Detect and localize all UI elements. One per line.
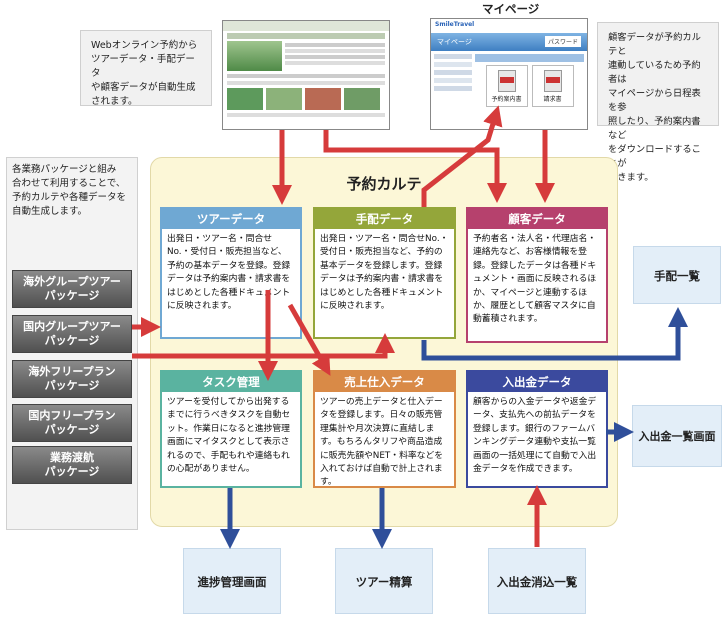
card-tour-body: 出発日・ツアー名・問合せNo.・受付日・販売担当など、予約の基本データを登録。登…	[167, 234, 291, 312]
output-payment-clear: 入出金消込一覧	[488, 548, 586, 614]
card-sales: 売上仕入データ ツアーの売上データと仕入データを登録します。日々の販売管理集計や…	[313, 370, 456, 488]
output-tour-settlement: ツアー精算	[335, 548, 433, 614]
mypage-logo: SmileTravel	[435, 21, 475, 28]
card-tehai-body: 出発日・ツアー名・問合せNo.・受付日・販売担当など、予約の基本データを登録しま…	[320, 234, 449, 312]
mypage-header: マイページ	[437, 38, 472, 46]
arrow-package-to-tehai	[132, 333, 395, 359]
arrow-tour-to-sales	[287, 303, 331, 376]
package-business-travel: 業務渡航 パッケージ	[12, 446, 132, 484]
web-booking-screenshot	[222, 20, 390, 130]
note-packages: 各業務パッケージと組み 合わせて利用することで、 予約カルテや各種データを 自動…	[12, 164, 127, 217]
package-overseas-group: 海外グループツアー パッケージ	[12, 270, 132, 308]
card-tehai-data: 手配データ 出発日・ツアー名・問合せNo.・受付日・販売担当など、予約の基本デー…	[313, 207, 456, 339]
card-customer-data: 顧客データ 予約者名・法人名・代理店名・連絡先など、お客様情報を登録。登録したデ…	[466, 207, 608, 343]
output-progress-screen: 進捗管理画面	[183, 548, 281, 614]
pdf-doc-icon: 請求書	[531, 65, 574, 107]
card-tour-data: ツアーデータ 出発日・ツアー名・問合せNo.・受付日・販売担当など、予約の基本デ…	[160, 207, 302, 339]
package-domestic-free: 国内フリープラン パッケージ	[12, 404, 132, 442]
arrow-tehai-to-list	[421, 307, 688, 361]
card-customer-body: 予約者名・法人名・代理店名・連絡先など、お客様情報を登録。登録したデータは各種ド…	[473, 234, 597, 325]
arrow-web-to-customer	[323, 130, 507, 203]
card-payment-title: 入出金データ	[468, 372, 606, 392]
output-payment-screen: 入出金一覧画面	[632, 405, 722, 467]
card-task-body: ツアーを受付してから出発するまでに行うべきタスクを自動セット。作業日になると進捗…	[167, 397, 291, 475]
mypage-label: マイページ	[482, 2, 540, 16]
package-domestic-group: 国内グループツアー パッケージ	[12, 315, 132, 353]
note-web-booking: Webオンライン予約から ツアーデータ・手配データ や顧客データが自動生成 され…	[80, 30, 212, 107]
package-overseas-free: 海外フリープラン パッケージ	[12, 360, 132, 398]
card-customer-title: 顧客データ	[468, 209, 606, 229]
karte-title: 予約カルテ	[346, 175, 422, 193]
card-sales-body: ツアーの売上データと仕入データを登録します。日々の販売管理集計や月次決算に直結し…	[320, 397, 444, 488]
note-mypage: 顧客データが予約カルテと 連動しているため予約者は マイページから日程表を参 照…	[597, 22, 719, 183]
card-payment: 入出金データ 顧客からの入金データや返金データ、支払先への前払データを登録します…	[466, 370, 608, 488]
arrow-tehai-to-mypage	[421, 105, 503, 207]
card-sales-title: 売上仕入データ	[315, 372, 454, 392]
card-tehai-title: 手配データ	[315, 209, 454, 229]
card-tour-title: ツアーデータ	[162, 209, 300, 229]
pdf-doc-icon: 予約案内書	[485, 65, 528, 107]
card-payment-body: 顧客からの入金データや返金データ、支払先への前払データを登録します。銀行のファー…	[473, 397, 597, 475]
output-tehai-list: 手配一覧	[633, 246, 721, 304]
mypage-screenshot: SmileTravel マイページ パスワード 予約案内書	[430, 18, 588, 130]
mypage-password-button: パスワード	[544, 36, 581, 47]
